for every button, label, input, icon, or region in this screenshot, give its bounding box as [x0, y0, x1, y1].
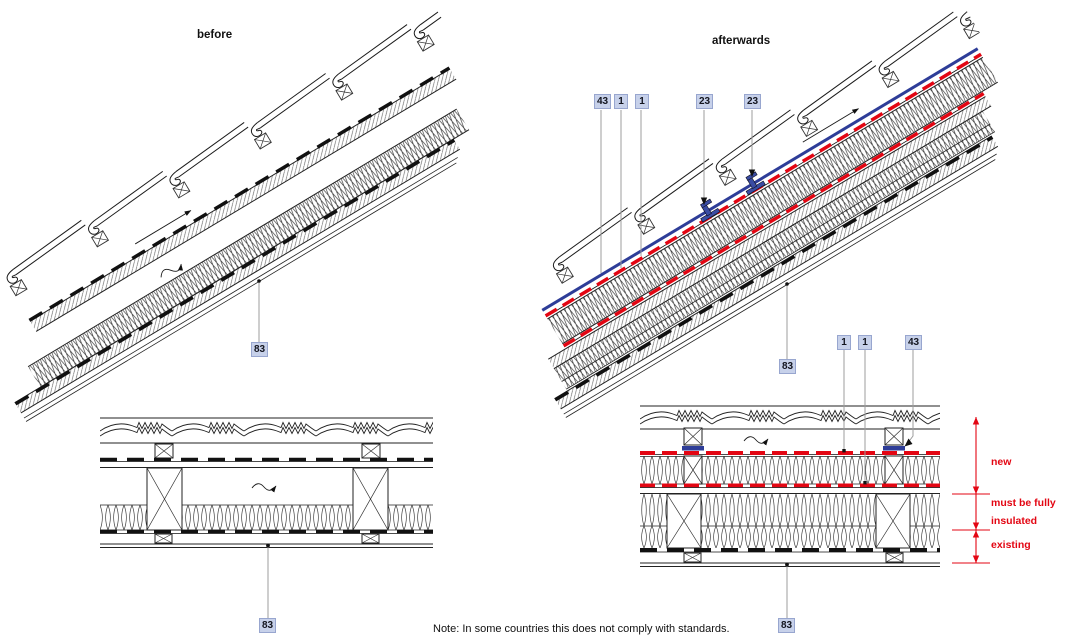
- callout-83-bottom-left: 83: [259, 618, 276, 633]
- tile-band: [100, 418, 433, 437]
- tile-band: [640, 406, 940, 425]
- sarking-membrane: [100, 457, 433, 462]
- callout-23b: 23: [744, 94, 761, 109]
- rafter: [146, 467, 389, 531]
- fixing-clip: [745, 171, 766, 196]
- afterwards-diagonal-section: [541, 0, 1042, 418]
- existing-rafter: [666, 493, 911, 549]
- new-insulation-layer: [640, 455, 940, 485]
- airflow-arrow: [802, 108, 859, 143]
- counter-batten: [154, 443, 381, 459]
- before-diagonal-section: [0, 0, 506, 422]
- nail-sealing-tape-blue: [682, 446, 905, 451]
- leader-lines: [258, 110, 914, 618]
- red-dimension-lines: [952, 417, 990, 564]
- callout-1b-bottom-right: 1: [858, 335, 872, 350]
- afterwards-horizontal-section: [640, 405, 940, 567]
- inner-board-layer: [14, 138, 461, 422]
- vapour-squiggle-arrow: [160, 263, 184, 278]
- fixing-clip: [700, 198, 721, 223]
- airflow-arrow: [134, 210, 192, 245]
- vapour-membrane: [100, 529, 433, 534]
- counter-batten: [683, 427, 904, 446]
- annotation-new: new: [991, 456, 1012, 468]
- vapour-squiggle-arrow: [251, 483, 277, 493]
- before-horizontal-section: [100, 417, 433, 548]
- inner-board-layer: [554, 135, 999, 418]
- insulation-layer: [27, 108, 470, 388]
- callout-83-before: 83: [251, 342, 268, 357]
- sarking-board-layer: [28, 66, 457, 332]
- red-membrane-upper: [640, 451, 940, 455]
- callout-23a: 23: [696, 94, 713, 109]
- new-sarking-membrane-blue: [541, 47, 979, 312]
- callout-83-afterwards: 83: [779, 359, 796, 374]
- old-insulation-layer: [553, 110, 996, 390]
- callout-43-top: 43: [594, 94, 611, 109]
- vapour-membrane: [640, 548, 940, 553]
- annotation-must-be-fully: must be fully: [991, 497, 1056, 509]
- callout-1a-top: 1: [614, 94, 628, 109]
- new-airtight-membrane-red-lower: [562, 92, 985, 348]
- callout-1a-bottom-right: 1: [837, 335, 851, 350]
- standards-note: Note: In some countries this does not co…: [433, 623, 730, 635]
- callout-43-bottom-right: 43: [905, 335, 922, 350]
- leader-terminals: [257, 169, 913, 567]
- new-airtight-membrane-red-upper: [544, 52, 982, 318]
- before-title: before: [197, 29, 233, 41]
- red-membrane-lower: [640, 483, 940, 488]
- new-insulation-layer: [547, 56, 999, 345]
- annotation-existing: existing: [991, 539, 1031, 551]
- callout-1b-top: 1: [635, 94, 649, 109]
- afterwards-title: afterwards: [712, 35, 771, 47]
- old-sarking-board-layer: [548, 96, 992, 370]
- ceiling-batten: [154, 533, 380, 544]
- ceiling-batten: [683, 552, 904, 563]
- vapour-squiggle-arrow: [743, 436, 769, 446]
- callout-83-bottom-right: 83: [778, 618, 795, 633]
- annotation-insulated: insulated: [991, 515, 1038, 527]
- leader-43-br: [906, 350, 914, 445]
- red-dimension-arrowheads: [972, 417, 980, 563]
